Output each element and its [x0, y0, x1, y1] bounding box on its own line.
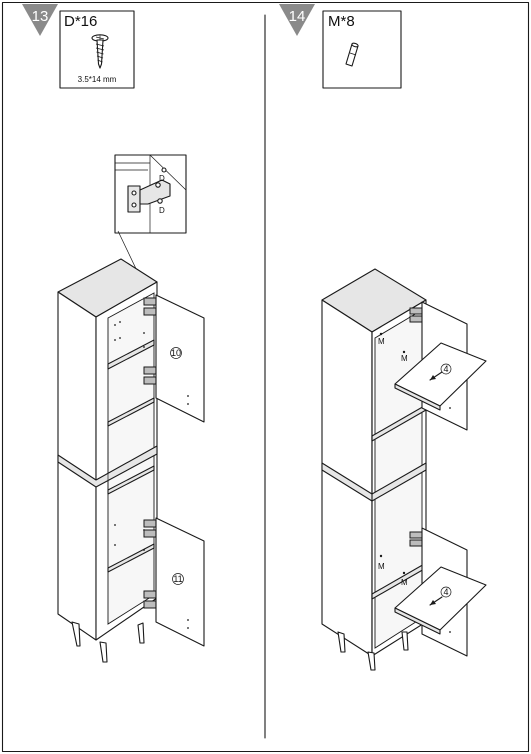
step-13-number: 13 — [32, 8, 49, 25]
door-lower — [155, 517, 205, 647]
cabinet-legs — [71, 621, 145, 663]
shelf-panel-lower: 4 — [394, 566, 487, 635]
hinge-detail-inset: D D — [114, 154, 187, 297]
parts-box-shelf-pin: M*8 — [322, 10, 402, 89]
shelf-panel-upper: 4 — [394, 342, 487, 411]
screw-icon — [91, 34, 109, 69]
screw-size-label: 3.5*14 mm — [78, 75, 117, 84]
hinge-icon — [143, 297, 159, 609]
step-14-number: 14 — [289, 8, 306, 25]
cabinet-step-13: 10 11 — [57, 258, 205, 663]
cabinet-step-14: M M M M 4 4 — [321, 268, 487, 671]
door-number-lower: 11 — [173, 574, 182, 584]
step-14-badge: 14 — [279, 4, 315, 36]
step-13-badge: 13 — [22, 4, 58, 36]
pin-label-m: M — [378, 337, 385, 346]
door-number-circle — [172, 573, 184, 585]
pin-label-m: M — [401, 354, 408, 363]
shelf-number-upper: 4 — [443, 364, 448, 374]
cabinet-legs — [337, 631, 409, 671]
parts-box-screw: D*16 3.5*14 mm — [59, 10, 135, 89]
shelf-pin-part-label: M*8 — [328, 13, 355, 30]
door-number-circle — [170, 347, 182, 359]
shelf-number-circle — [440, 363, 452, 375]
shelf-number-circle — [440, 586, 452, 598]
shelf-pin-icon — [345, 42, 359, 67]
inset-label-d-top: D — [159, 174, 165, 183]
shelf-number-lower: 4 — [443, 587, 448, 597]
door-upper — [155, 294, 205, 423]
door-number-upper: 10 — [171, 348, 181, 358]
screw-part-label: D*16 — [64, 13, 97, 30]
inset-label-d-bottom: D — [159, 206, 165, 215]
pin-label-m: M — [401, 578, 408, 587]
pin-label-m: M — [378, 562, 385, 571]
